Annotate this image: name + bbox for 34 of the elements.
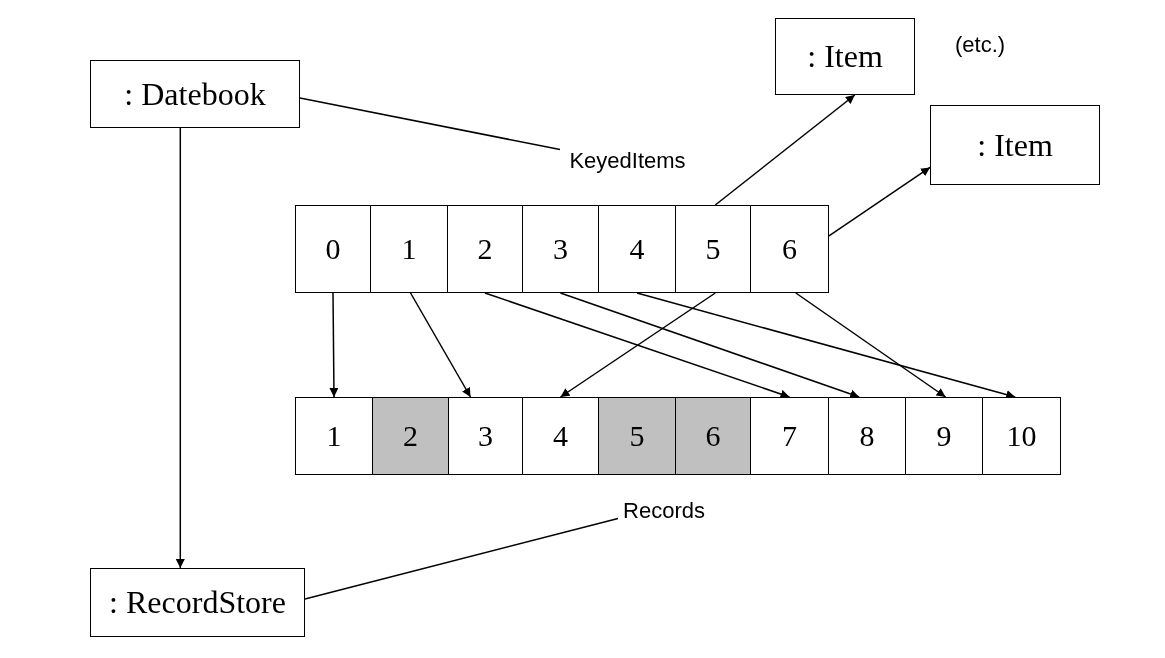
arrow: [636, 292, 1016, 399]
array-cell: 1: [295, 397, 373, 475]
array-cell: 2: [447, 205, 523, 293]
array-cell: 8: [828, 397, 906, 475]
object-box: : RecordStore: [90, 568, 305, 637]
arrow: [409, 292, 472, 398]
object-box: : Item: [775, 18, 915, 95]
array-cell: 4: [598, 205, 676, 293]
array-cell: 4: [522, 397, 599, 475]
leader-line: [299, 97, 561, 151]
arrow: [484, 292, 791, 399]
arrow: [329, 292, 339, 398]
array-cell: 5: [675, 205, 751, 293]
array-cell: 7: [750, 397, 829, 475]
arrow: [795, 292, 947, 398]
array-cell: 5: [598, 397, 676, 475]
leader-line: [304, 517, 619, 600]
array-cell: 6: [750, 205, 829, 293]
arrow: [559, 292, 860, 399]
array-cell: 2: [372, 397, 449, 475]
array-cell: 1: [370, 205, 448, 293]
arrow: [175, 127, 185, 569]
array-cell: 6: [675, 397, 751, 475]
array-cell: 10: [982, 397, 1061, 475]
array-cell: 3: [448, 397, 523, 475]
object-box: : Datebook: [90, 60, 300, 128]
arrow: [559, 292, 717, 398]
array-cell: 0: [295, 205, 371, 293]
arrow: [714, 94, 856, 206]
object-box: : Item: [930, 105, 1100, 185]
array-cell: 3: [522, 205, 599, 293]
array-cell: 9: [905, 397, 983, 475]
note-label: (etc.): [955, 32, 1006, 58]
arrow: [828, 166, 931, 237]
